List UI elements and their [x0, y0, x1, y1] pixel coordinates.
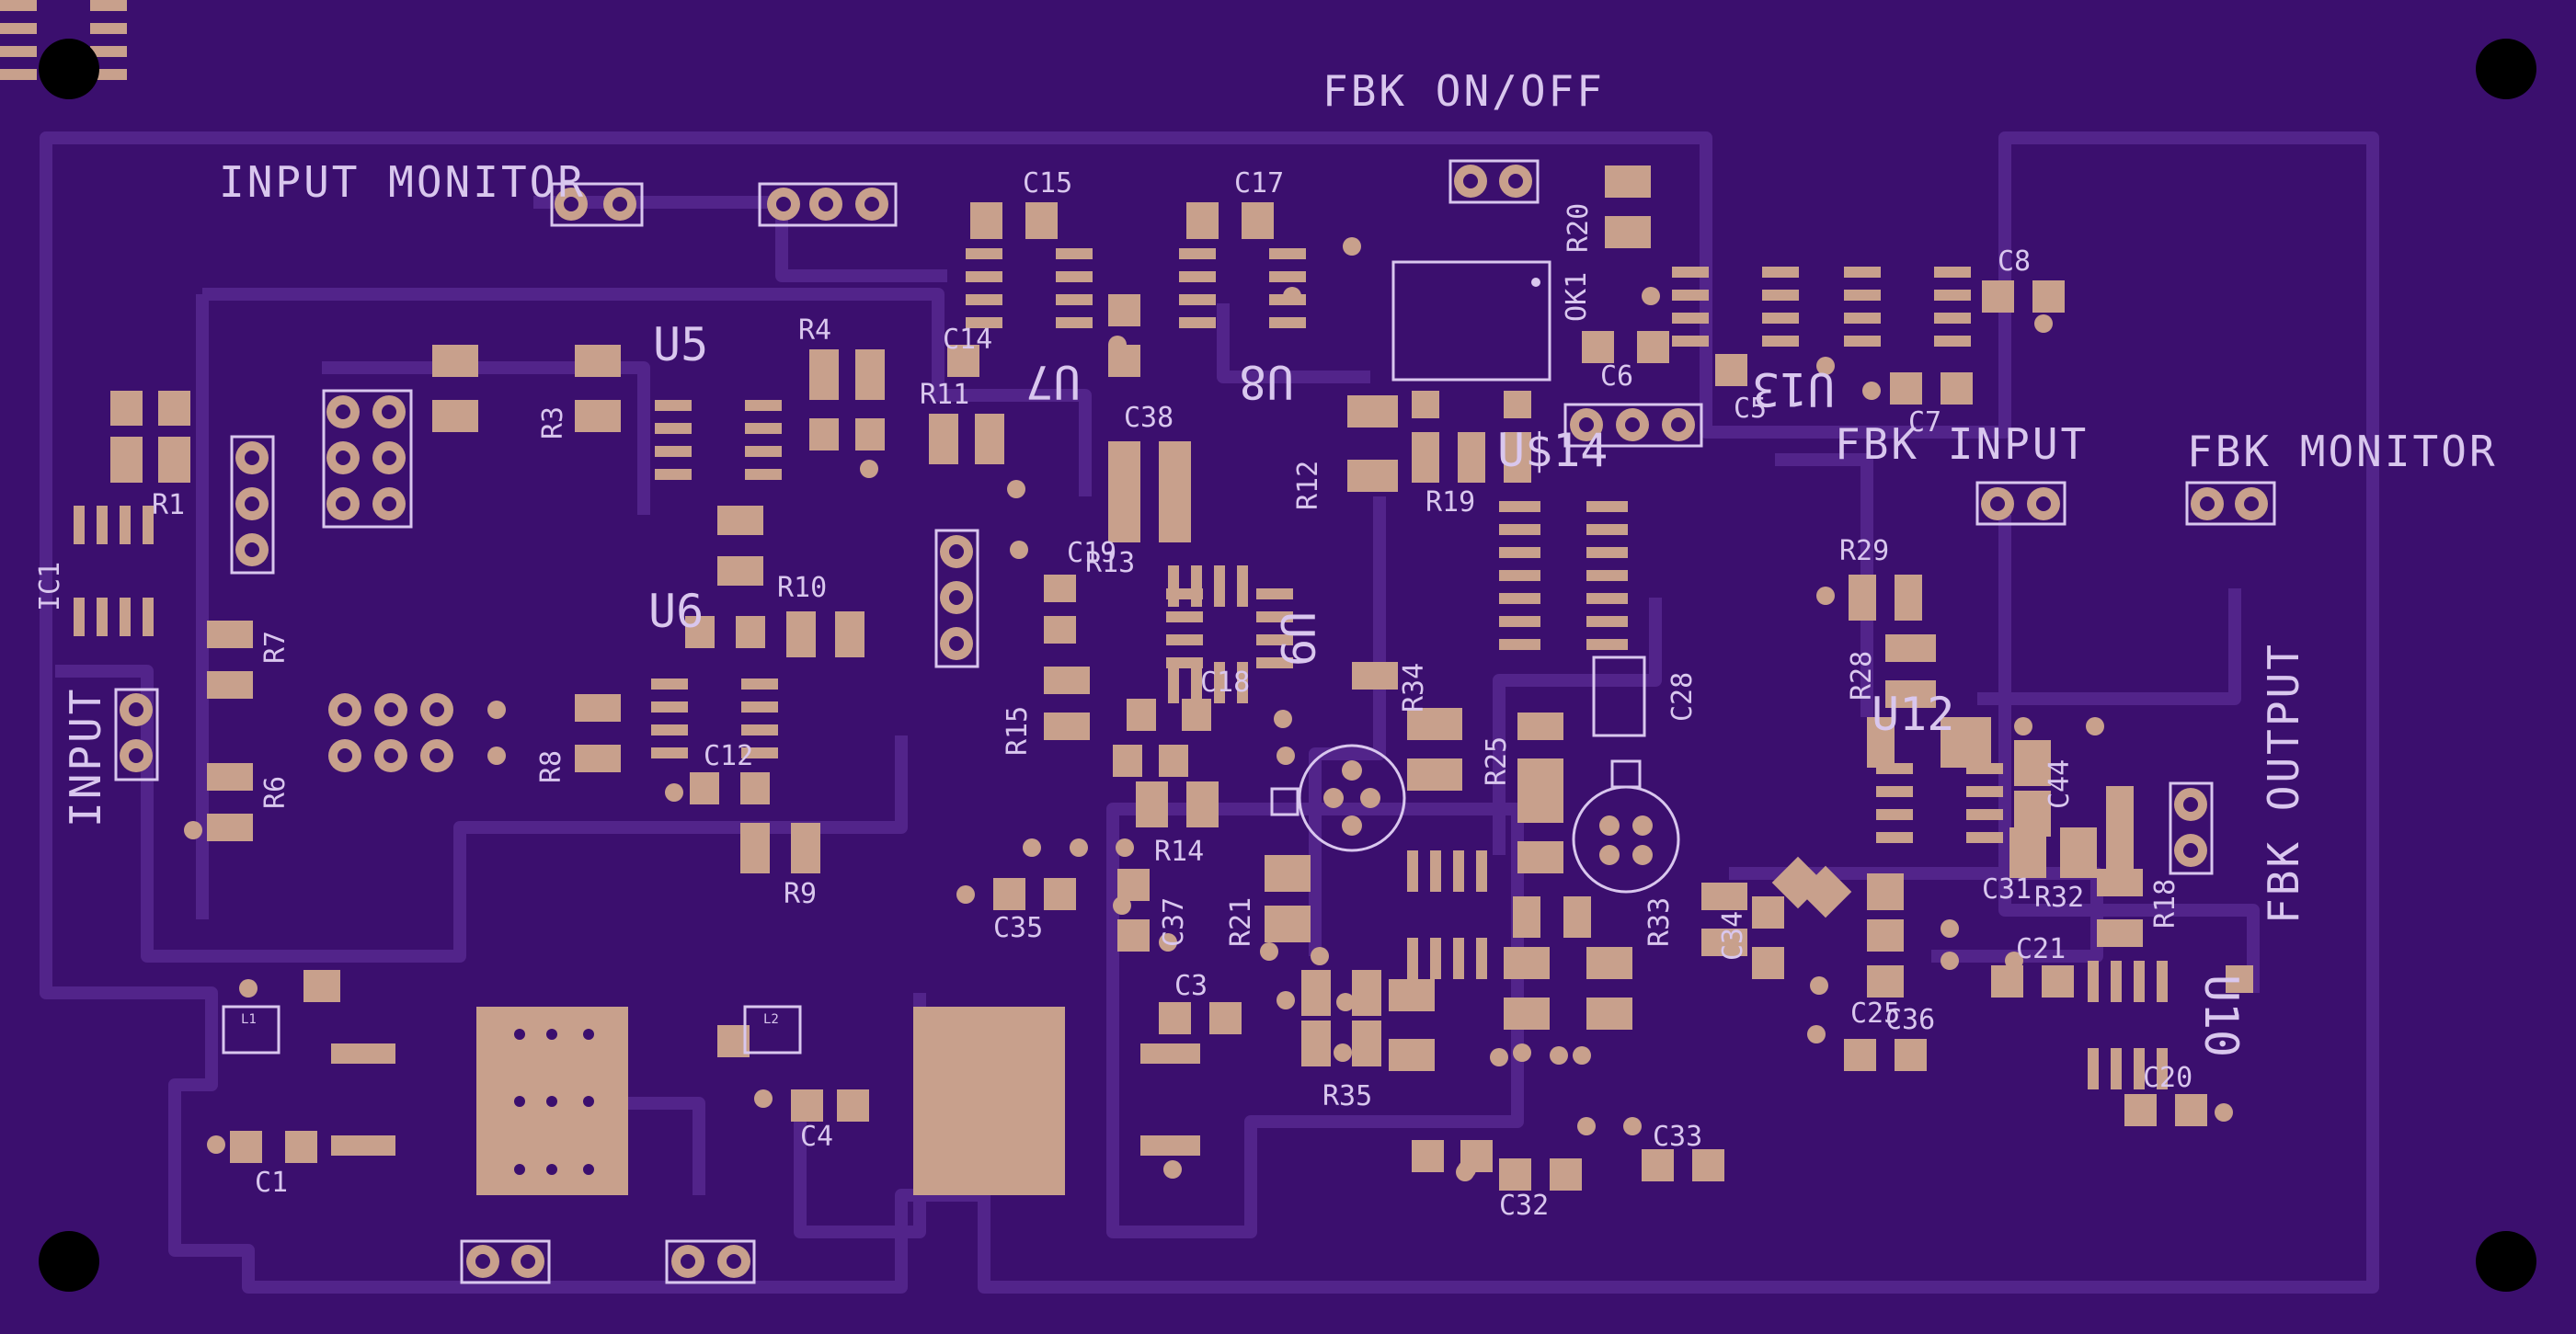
label-fbk-on-off: FBK ON/OFF [1322, 66, 1605, 116]
ref-c21: C21 [2016, 933, 2067, 965]
vias [184, 237, 2233, 1181]
mounting-hole-bottom-left [39, 1231, 99, 1292]
ref-c34: C34 [1717, 910, 1749, 961]
ref-r34: R34 [1398, 662, 1430, 713]
designator-u7: U7 [1025, 355, 1082, 408]
label-input-monitor: INPUT MONITOR [219, 157, 587, 207]
label-input: INPUT [61, 686, 110, 827]
silkscreen-outlines [114, 159, 2276, 1284]
ref-c32: C32 [1499, 1190, 1550, 1222]
ref-c3: C3 [1174, 970, 1208, 1002]
ref-c1: C1 [255, 1167, 289, 1199]
ref-r3: R3 [537, 405, 569, 439]
ref-l2: L2 [763, 1012, 779, 1027]
ref-c18: C18 [1200, 667, 1251, 699]
ref-r4: R4 [798, 314, 832, 347]
ref-c33: C33 [1653, 1121, 1703, 1153]
ref-c31: C31 [1982, 873, 2032, 906]
ref-r12: R12 [1292, 460, 1324, 510]
ref-r9: R9 [784, 878, 818, 910]
ref-c25: C25 [1850, 998, 1901, 1030]
ref-r29: R29 [1839, 535, 1890, 567]
ref-c14: C14 [943, 324, 993, 356]
ref-c37: C37 [1158, 896, 1190, 947]
ref-c20: C20 [2143, 1062, 2193, 1094]
smd-pads [110, 165, 2253, 1195]
ref-r15: R15 [1002, 705, 1034, 756]
mounting-hole-top-left [39, 39, 99, 99]
ref-c28: C28 [1666, 671, 1699, 722]
ref-r6: R6 [259, 775, 292, 809]
label-fbk-input: FBK INPUT [1835, 419, 2089, 469]
ref-r32: R32 [2034, 882, 2085, 914]
ref-c15: C15 [1023, 167, 1073, 200]
designator-ic1: IC1 [34, 561, 66, 611]
ref-r10: R10 [777, 572, 828, 604]
ref-c19: C19 [1067, 537, 1117, 569]
ref-c44: C44 [2044, 758, 2076, 809]
ref-r8: R8 [535, 749, 567, 783]
ref-r13: R13 [1085, 547, 1136, 579]
ref-r35: R35 [1322, 1080, 1373, 1112]
designator-u8: U8 [1239, 355, 1295, 408]
ref-r19: R19 [1425, 486, 1476, 519]
ref-r33: R33 [1643, 896, 1676, 947]
ref-c12: C12 [704, 740, 754, 772]
drill-holes [129, 174, 2259, 1269]
ref-c38: C38 [1124, 402, 1174, 434]
designator-u9: U9 [1270, 610, 1324, 667]
designator-u5: U5 [653, 318, 709, 371]
ref-r20: R20 [1563, 202, 1595, 253]
ref-c5: C5 [1734, 393, 1768, 425]
ref-c36: C36 [1885, 1004, 1936, 1036]
ref-c17: C17 [1234, 167, 1285, 200]
ref-c6: C6 [1600, 360, 1634, 393]
ref-c35: C35 [993, 912, 1044, 944]
ref-r14: R14 [1154, 836, 1205, 868]
mounting-hole-bottom-right [2476, 1231, 2536, 1292]
ref-r25: R25 [1481, 735, 1513, 786]
ref-c8: C8 [1998, 245, 2032, 278]
ref-c4: C4 [800, 1121, 834, 1153]
designator-u12: U12 [1872, 688, 1955, 741]
ref-l1: L1 [241, 1012, 257, 1027]
ref-r28: R28 [1846, 650, 1878, 701]
ref-r1: R1 [152, 489, 186, 521]
ref-r11: R11 [920, 379, 970, 411]
ic-pins [0, 0, 2168, 1089]
designator-u6: U6 [648, 585, 704, 638]
ref-c7: C7 [1908, 406, 1942, 439]
ref-r7: R7 [259, 630, 292, 664]
designator-u10: U10 [2194, 974, 2249, 1058]
ref-r18: R18 [2149, 878, 2181, 929]
mounting-hole-top-right [2476, 39, 2536, 99]
label-fbk-monitor: FBK MONITOR [2187, 427, 2498, 476]
label-fbk-output: FBK OUTPUT [2259, 642, 2308, 924]
designator-ok1: OK1 [1561, 271, 1593, 322]
ref-r21: R21 [1225, 896, 1257, 947]
designator-u14: U$14 [1497, 424, 1609, 477]
